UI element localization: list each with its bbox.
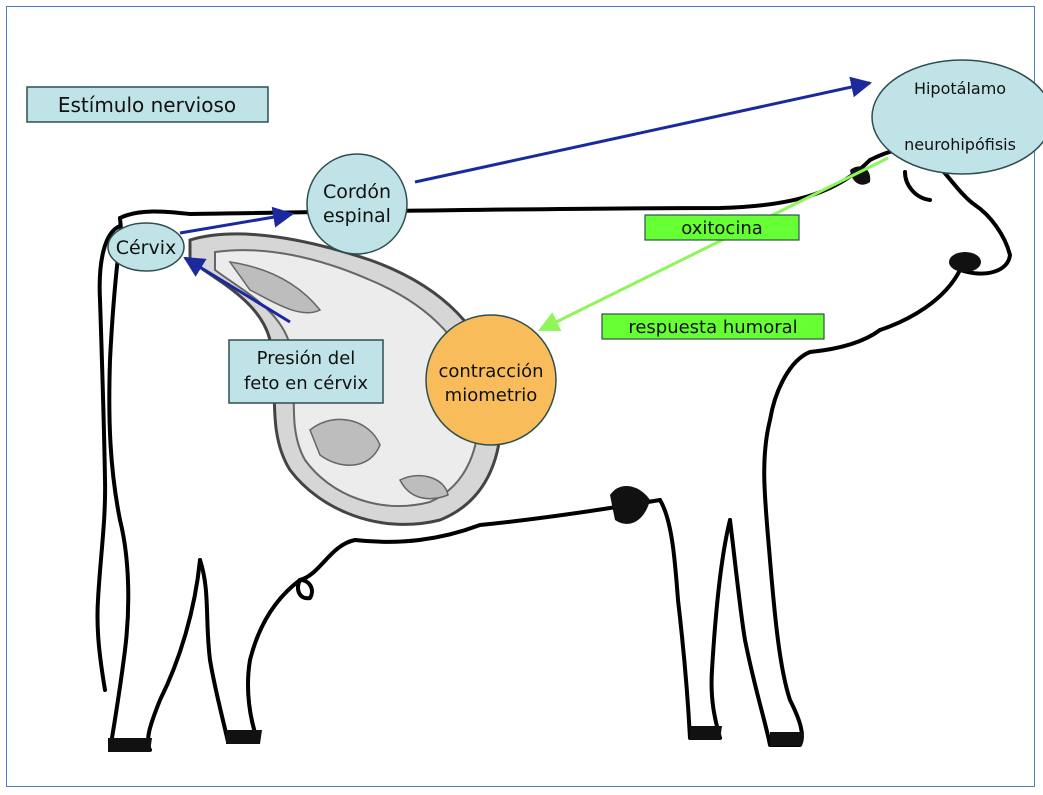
arrow-oxytocin <box>538 156 889 332</box>
oxytocin-label: oxitocina <box>681 218 763 239</box>
spinal-cord-label-line2: espinal <box>323 205 391 227</box>
arrow-cervix-to-spinal <box>179 206 295 235</box>
humoral-response-label: respuesta humoral <box>628 317 797 338</box>
stimulus-label: Estímulo nervioso <box>58 93 236 117</box>
contraction-label-line1: contracción <box>438 361 543 382</box>
stimulus-label-box: Estímulo nervioso <box>26 86 269 123</box>
cervix-label: Cérvix <box>116 237 177 259</box>
fetal-pressure-label-line2: feto en cérvix <box>244 373 368 394</box>
spinal-cord-label-line1: Cordón <box>323 181 391 203</box>
hypothalamus-node: Hipotálamo neurohipófisis <box>871 59 1043 175</box>
humoral-response-label-box: respuesta humoral <box>601 313 825 340</box>
spinal-cord-node: Cordón espinal <box>306 153 408 255</box>
cow-markings <box>108 166 981 752</box>
fetal-pressure-label-box: Presión del feto en cérvix <box>228 339 384 404</box>
arrow-pressure-to-cervix <box>183 256 291 324</box>
contraction-label-line2: miometrio <box>445 385 538 406</box>
figure-frame <box>6 6 1035 787</box>
contraction-node: contracción miometrio <box>425 314 557 446</box>
fetal-pressure-label-line1: Presión del <box>257 348 356 369</box>
cow-silhouette <box>95 146 1012 752</box>
arrow-spinal-to-hypothalamus <box>414 76 873 184</box>
oxytocin-label-box: oxitocina <box>644 214 800 241</box>
hypothalamus-label: Hipotálamo <box>914 79 1006 98</box>
neurohypophysis-label: neurohipófisis <box>904 135 1016 154</box>
cervix-node: Cérvix <box>107 222 185 272</box>
